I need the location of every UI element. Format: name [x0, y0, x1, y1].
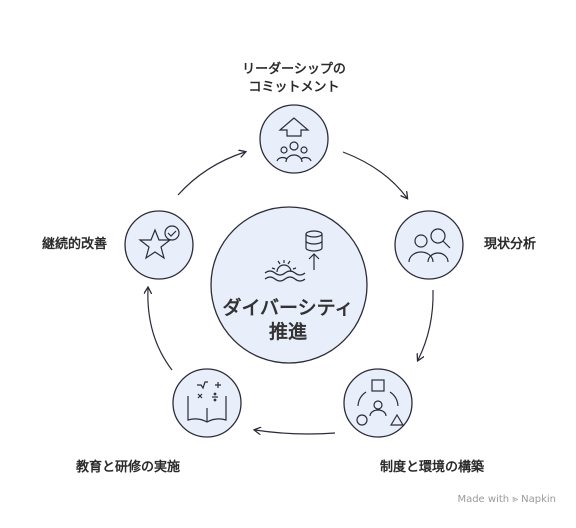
analysis-label: 現状分析: [484, 237, 537, 252]
analysis-node-circle[interactable]: [394, 210, 464, 280]
systems-label: 制度と環境の構築: [380, 460, 485, 475]
arrow-systems-to-education: [255, 430, 336, 434]
center-circle: [210, 206, 368, 364]
arrow-leadership-to-analysis: [342, 151, 407, 198]
arrow-education-to-improvement: [148, 288, 173, 371]
education-label: 教育と研修の実施: [76, 460, 181, 475]
arrow-improvement-to-leadership: [177, 152, 245, 196]
people-magnifier-icon: [408, 228, 451, 263]
leadership-label-line1: リーダーシップの: [242, 62, 346, 77]
footer-prefix: Made with: [457, 494, 510, 505]
leadership-node-circle[interactable]: [259, 104, 329, 174]
footer-brand: Napkin: [521, 494, 556, 505]
systems-node-circle[interactable]: [343, 368, 413, 438]
center-title-line1: ダイバーシティ: [222, 297, 354, 319]
improvement-label: 継続的改善: [42, 237, 108, 252]
education-node-circle[interactable]: [172, 368, 242, 438]
shapes-network-icon: [356, 379, 405, 426]
center-title: ダイバーシティ 推進: [213, 296, 363, 344]
star-check-icon: [138, 225, 180, 260]
center-cycle-icon: [264, 230, 323, 282]
center-title-line2: 推進: [268, 321, 307, 343]
napkin-logo-icon: ⪢: [512, 494, 518, 505]
improvement-node-circle[interactable]: [124, 210, 194, 280]
made-with-footer[interactable]: Made with ⪢ Napkin: [457, 494, 556, 505]
leadership-label-line2: コミットメント: [248, 80, 340, 95]
leadership-arrow-group-icon: [276, 117, 312, 163]
leadership-label: リーダーシップの コミットメント: [237, 61, 351, 97]
math-book-icon: [187, 381, 227, 423]
arrow-analysis-to-systems: [418, 289, 434, 360]
